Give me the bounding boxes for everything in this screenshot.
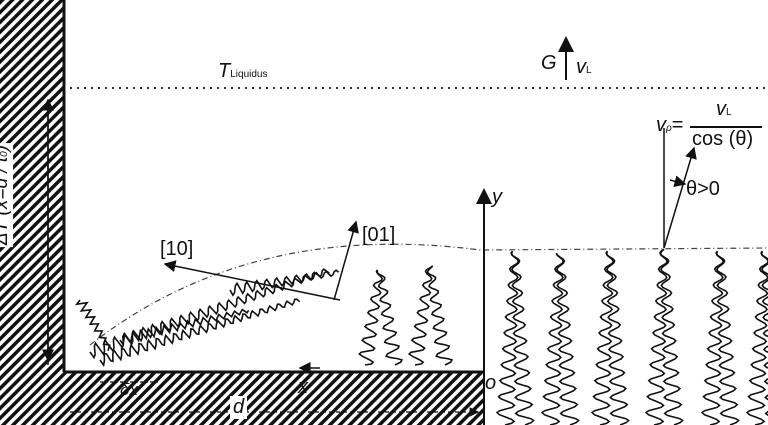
dendrite-arm — [358, 269, 384, 366]
dendrite-arm — [74, 299, 111, 351]
d-label: d — [230, 396, 248, 419]
dendrite-arm — [659, 248, 684, 425]
dir-01-arrow — [333, 220, 359, 301]
t-liquidus-label: TLiquidus — [218, 60, 268, 82]
dendrite-arm — [540, 252, 565, 425]
dir-10-arrow — [163, 260, 341, 301]
dendrite-arm — [590, 250, 615, 425]
delta-x-label: δx — [120, 380, 138, 399]
dendrite-arm — [510, 251, 535, 425]
theta-condition-label: θ>0 — [686, 178, 720, 200]
dendrite-arm — [119, 308, 250, 347]
v-liquidus-label: vL — [576, 56, 592, 78]
solidification-front — [89, 243, 768, 346]
fraction-denominator: cos (θ) — [692, 128, 754, 150]
direction-10-label: [10] — [160, 238, 194, 260]
dendrite-arm — [605, 251, 630, 425]
dendrite-arm — [99, 298, 301, 368]
fraction-numerator: vL — [716, 98, 732, 120]
dendrite-arm — [644, 248, 669, 425]
direction-01-label: [01] — [362, 224, 396, 246]
v-rho-arrow — [663, 146, 697, 249]
dendrite-arm — [495, 250, 520, 425]
theta-arc-arrow — [669, 175, 687, 188]
dendrite-arm — [715, 251, 740, 425]
dendrite-arm — [229, 269, 340, 297]
gradient-label: G — [541, 52, 557, 74]
dendrite-arm — [376, 270, 404, 366]
mold-wall-bottom — [64, 372, 484, 425]
undercooling-label: ΔT (x=d / t0) — [0, 142, 14, 248]
dendrite-arm — [700, 250, 725, 425]
dendrite-arm — [426, 265, 454, 366]
dendrite-arm — [89, 268, 330, 360]
y-axis-label: y — [492, 186, 502, 208]
dendrite-arm — [407, 265, 433, 366]
v-rho-label: vρ= — [656, 114, 684, 136]
x-axis-label: x — [298, 376, 308, 398]
origin-label: o — [485, 372, 497, 394]
dendrites — [74, 248, 768, 425]
dendrite-arm — [745, 250, 768, 425]
dendrite-arm — [555, 253, 580, 425]
dendrite-arm — [760, 251, 768, 417]
